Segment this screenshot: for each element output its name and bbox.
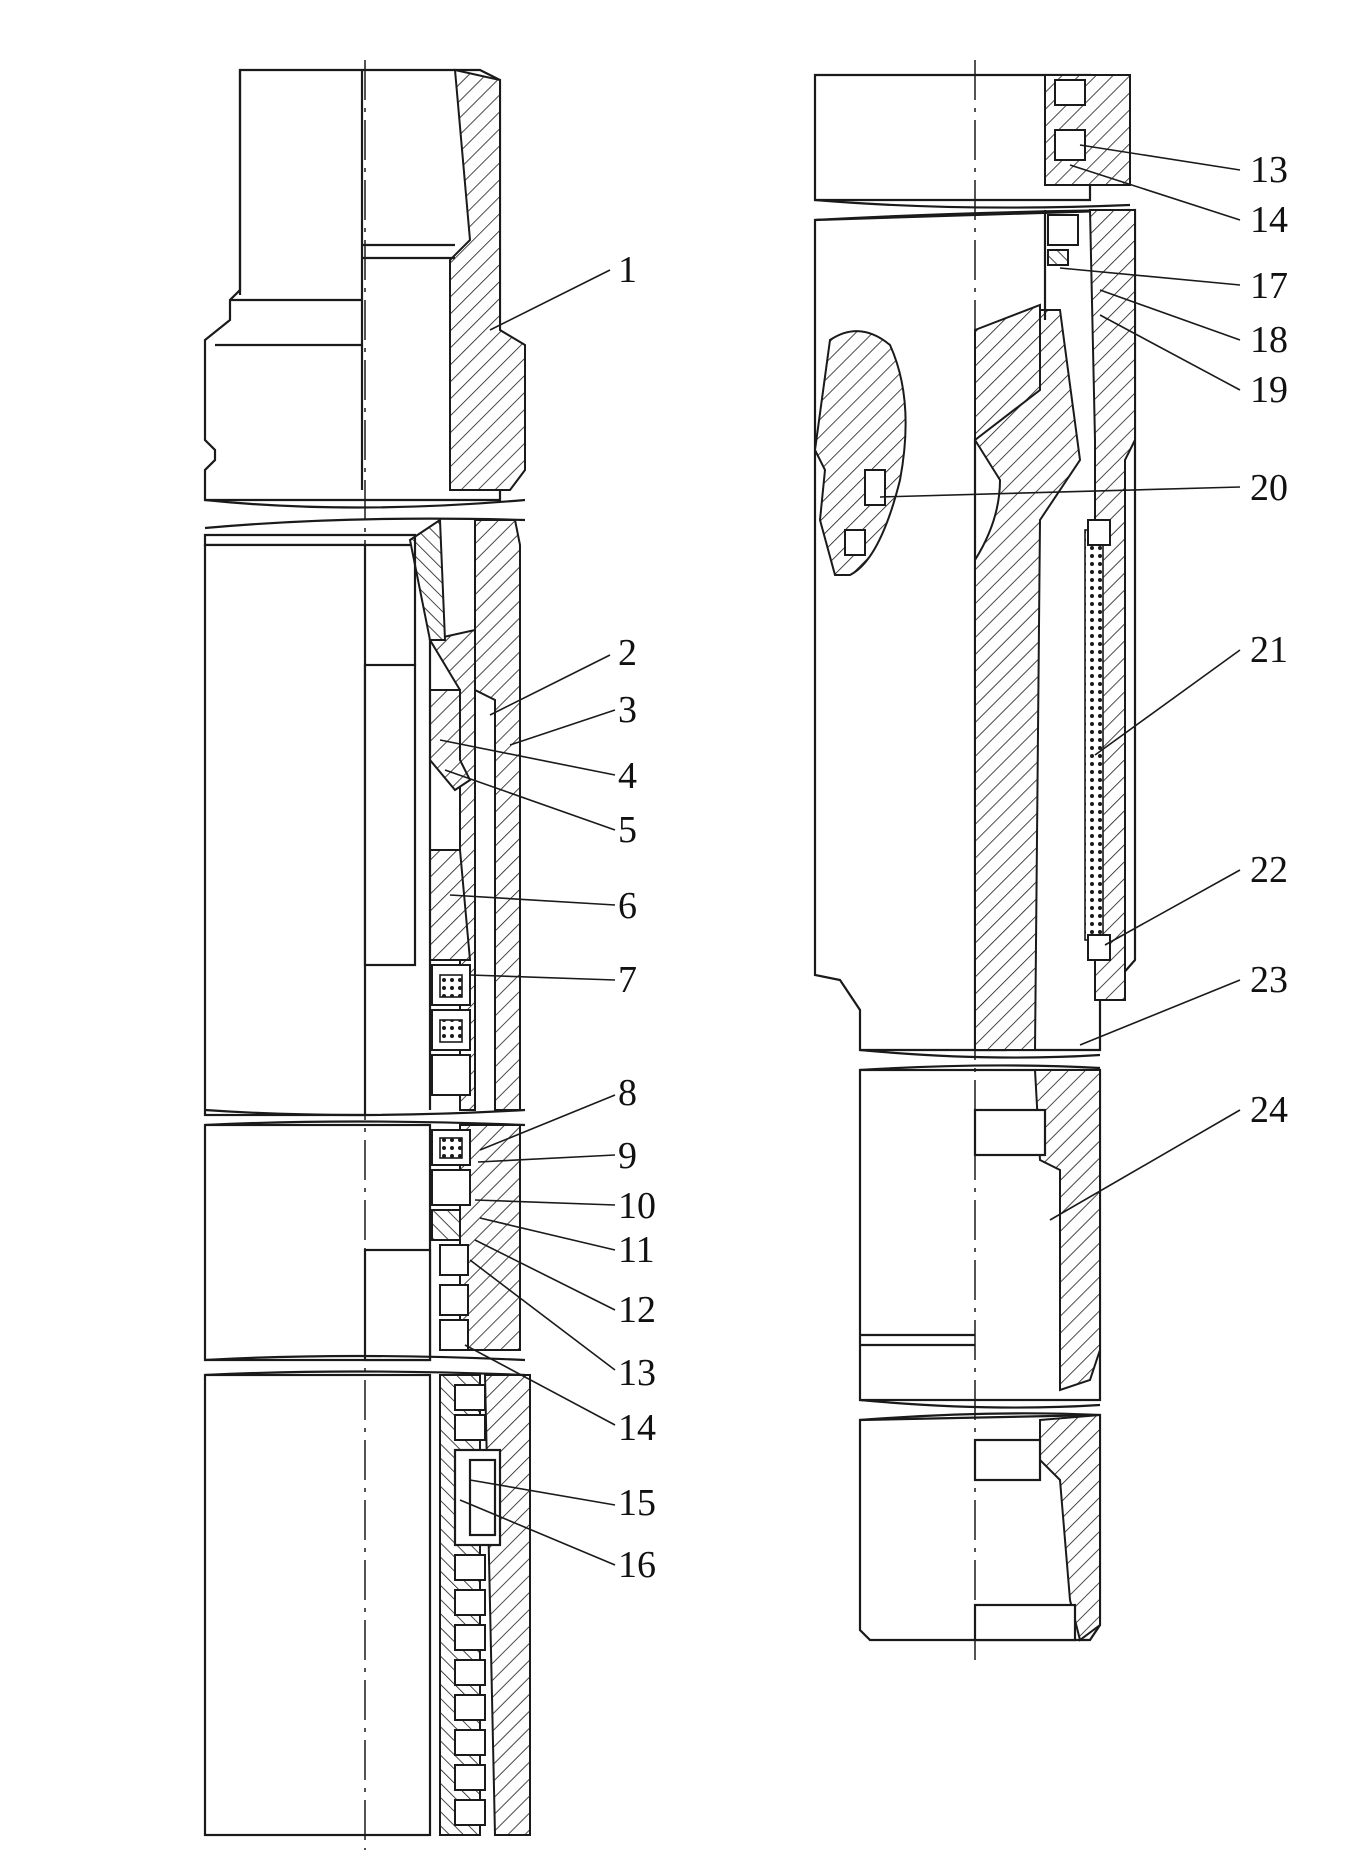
label-5: 5 (618, 809, 637, 851)
label-right-18: 18 (1250, 319, 1288, 361)
leader-lines (439, 144, 1241, 1566)
label-16: 16 (618, 1544, 656, 1586)
label-15: 15 (618, 1482, 656, 1524)
label-6: 6 (618, 885, 637, 927)
label-7: 7 (618, 959, 637, 1001)
label-right-22: 22 (1250, 849, 1288, 891)
label-1: 1 (618, 249, 637, 291)
left-lower-section (203, 1120, 526, 1362)
left-assembly (203, 60, 531, 1850)
left-middle-section (203, 517, 526, 1117)
label-9: 9 (618, 1135, 637, 1177)
label-4: 4 (618, 755, 637, 797)
label-3: 3 (618, 689, 637, 731)
right-bottom-section (858, 1412, 1102, 1642)
label-10: 10 (618, 1185, 656, 1227)
label-13: 13 (618, 1352, 656, 1394)
label-11: 11 (618, 1229, 655, 1271)
right-top-section (813, 73, 1131, 209)
label-8: 8 (618, 1072, 637, 1114)
label-right-19: 19 (1250, 369, 1288, 411)
label-right-17: 17 (1250, 265, 1288, 307)
label-right-21: 21 (1250, 629, 1288, 671)
label-2: 2 (618, 632, 637, 674)
label-right-24: 24 (1250, 1089, 1288, 1131)
right-lower-section (858, 1064, 1102, 1409)
label-14: 14 (618, 1407, 656, 1449)
right-assembly (813, 60, 1137, 1660)
label-right-14: 14 (1250, 199, 1288, 241)
part-labels: 1 2 3 4 5 6 7 8 9 10 11 12 13 14 15 16 1… (618, 149, 1288, 1586)
left-bottom-section (203, 1370, 531, 1837)
label-right-20: 20 (1250, 467, 1288, 509)
label-right-13: 13 (1250, 149, 1288, 191)
right-main-section (813, 208, 1137, 1059)
label-right-23: 23 (1250, 959, 1288, 1001)
left-top-section (203, 68, 526, 509)
label-12: 12 (618, 1289, 656, 1331)
